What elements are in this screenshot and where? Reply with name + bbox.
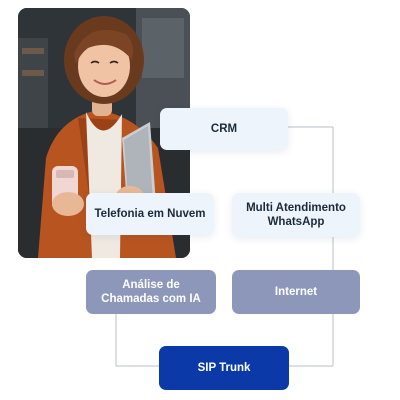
telefonia-em-nuvem-node: Telefonia em Nuvem: [86, 193, 214, 235]
sip-trunk-label: SIP Trunk: [197, 362, 251, 374]
crm-label: CRM: [210, 123, 238, 135]
internet-label: Internet: [274, 286, 318, 298]
sip-trunk-node: SIP Trunk: [159, 346, 289, 390]
internet-node: Internet: [232, 270, 360, 314]
analise-chamadas-ia-node: Análise de Chamadas com IA: [86, 270, 216, 314]
multi-atendimento-whatsapp-node: Multi Atendimento WhatsApp: [232, 193, 360, 237]
crm-node: CRM: [160, 108, 288, 150]
telefonia-em-nuvem-label: Telefonia em Nuvem: [94, 208, 206, 220]
analise-chamadas-ia-label: Análise de Chamadas com IA: [101, 279, 201, 305]
multi-atendimento-whatsapp-label: Multi Atendimento WhatsApp: [246, 202, 346, 228]
